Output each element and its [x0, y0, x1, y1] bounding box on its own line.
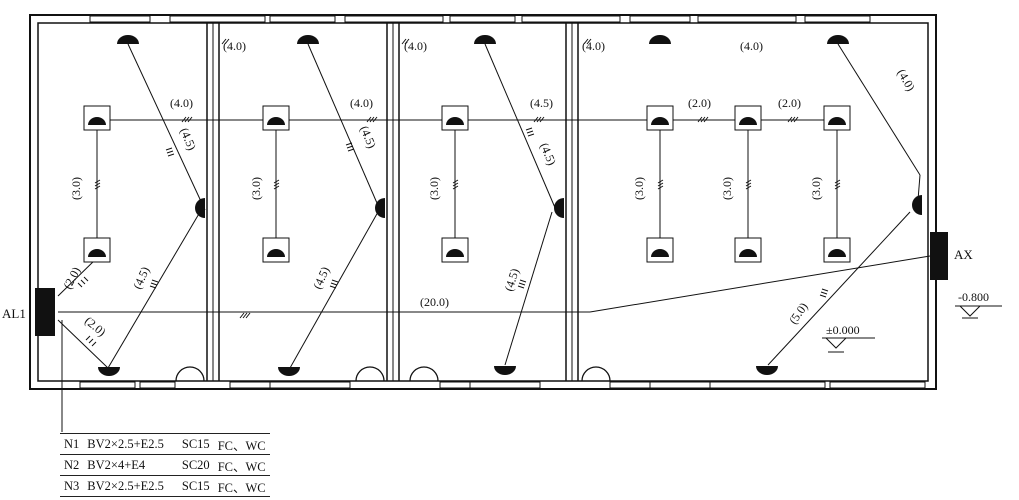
boxed-lamps: [83, 105, 851, 263]
circuit-conduit: SC15: [177, 433, 214, 455]
circuit-conduit: SC20: [177, 454, 214, 476]
wall-lamp-icon: [912, 195, 922, 215]
level-marker-outdoor: [955, 305, 1002, 319]
dim-vert-5: (3.0): [720, 177, 734, 200]
dim-vert-2: (3.0): [249, 177, 263, 200]
doors: [175, 366, 611, 382]
lamp-icon: [494, 366, 516, 375]
dim-diag-1: (4.5): [177, 126, 199, 153]
boxed-lamp-icon: [83, 105, 111, 131]
dim-mid-1: (4.0): [170, 96, 193, 110]
level-floor-label: ±0.000: [826, 323, 860, 337]
dim-vert-3: (3.0): [427, 177, 441, 200]
circuit-id: N1: [60, 433, 84, 455]
dim-vert-1: (3.0): [69, 177, 83, 200]
panel-ax-label: AX: [954, 247, 973, 262]
boxed-lamp-icon: [823, 237, 851, 263]
lamp-icon: [756, 366, 778, 375]
outer-walls: [29, 14, 937, 390]
dim-top-1: (4.0): [223, 39, 246, 53]
dim-feeder-main: (20.0): [420, 295, 449, 309]
boxed-lamp-icon: [441, 237, 469, 263]
dim-lower-1: (4.5): [130, 265, 152, 292]
lamp-icon: [278, 367, 300, 376]
circuit-laying: FC、WC: [213, 454, 270, 476]
dim-vert-4: (3.0): [632, 177, 646, 200]
dim-mid-3: (4.5): [530, 96, 553, 110]
dim-mid-4: (2.0): [688, 96, 711, 110]
circuit-cable: BV2×4+E4: [83, 454, 178, 476]
circuit-conduit: SC15: [177, 475, 214, 497]
boxed-lamp-icon: [646, 105, 674, 131]
boxed-lamp-icon: [734, 237, 762, 263]
level-outdoor-label: -0.800: [958, 290, 989, 304]
dim-feeder-left-1: (2.0): [60, 265, 83, 292]
cable-ticks: [77, 38, 841, 347]
wall-lamp-icon: [375, 198, 385, 218]
wall-lamp-icon: [195, 198, 205, 218]
wiring: [57, 43, 931, 432]
dim-diag-3: (4.5): [537, 141, 559, 168]
boxed-lamp-icon: [83, 237, 111, 263]
boxed-lamp-icon: [262, 105, 290, 131]
level-marker-floor: [822, 337, 875, 353]
wall-lamp-icon: [554, 198, 564, 218]
dim-top-4: (4.0): [740, 39, 763, 53]
lamp-icon: [827, 35, 849, 44]
dim-diag-4: (4.0): [894, 67, 918, 94]
circuit-id: N2: [60, 454, 84, 476]
ceiling-lamps-top: [117, 35, 849, 44]
dim-top-2: (4.0): [404, 39, 427, 53]
lamp-icon: [98, 367, 120, 376]
dim-top-3: (4.0): [582, 39, 605, 53]
panel-ax: [930, 232, 948, 280]
circuit-laying: FC、WC: [213, 433, 270, 455]
circuit-cable: BV2×2.5+E2.5: [83, 433, 178, 455]
lamp-icon: [474, 35, 496, 44]
dim-diag-2: (4.5): [357, 124, 379, 151]
windows: [79, 15, 926, 389]
boxed-lamp-icon: [823, 105, 851, 131]
dim-feeder-left-2: (2.0): [82, 314, 109, 340]
dim-vert-6: (3.0): [809, 177, 823, 200]
boxed-lamp-icon: [734, 105, 762, 131]
ceiling-lamps-bottom: [98, 366, 778, 376]
dim-lower-3: (4.5): [502, 267, 522, 293]
circuit-cable: BV2×2.5+E2.5: [83, 475, 178, 497]
wall-lamps: [195, 195, 922, 218]
dim-mid-5: (2.0): [778, 96, 801, 110]
panel-al1-label: AL1: [2, 306, 26, 321]
boxed-lamp-icon: [441, 105, 469, 131]
lamp-icon: [649, 35, 671, 44]
panel-al1: [35, 288, 55, 336]
circuit-laying: FC、WC: [213, 475, 270, 497]
dim-lower-2: (4.5): [310, 265, 332, 292]
circuit-id: N3: [60, 475, 84, 497]
boxed-lamp-icon: [262, 237, 290, 263]
lamp-icon: [117, 35, 139, 44]
dim-mid-2: (4.0): [350, 96, 373, 110]
interior-walls: [206, 23, 579, 381]
boxed-lamp-icon: [646, 237, 674, 263]
lamp-icon: [297, 35, 319, 44]
